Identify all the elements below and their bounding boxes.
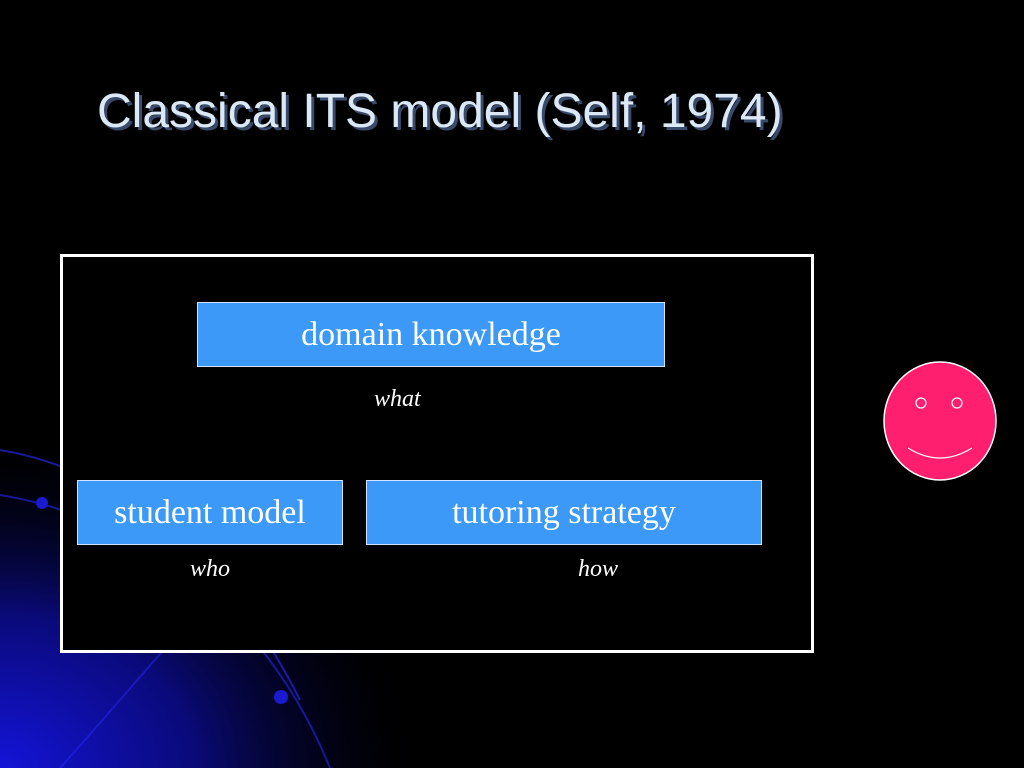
how-caption: how <box>578 556 619 582</box>
who-caption: who <box>190 556 231 582</box>
tutoring-strategy-label: tutoring strategy <box>452 493 676 531</box>
domain-knowledge-label: domain knowledge <box>301 315 561 353</box>
domain-knowledge-box: domain knowledge <box>197 302 665 367</box>
smiley-mouth <box>907 447 973 459</box>
decorative-dot <box>36 497 48 509</box>
student-model-box: student model <box>77 480 343 545</box>
decorative-dot <box>274 690 288 704</box>
diagram-frame <box>60 254 814 653</box>
slide-title: Classical ITS model (Self, 1974) <box>97 85 783 138</box>
student-model-label: student model <box>114 493 306 531</box>
smiley-face-icon <box>883 361 997 481</box>
smiley-right-eye <box>951 397 963 409</box>
tutoring-strategy-box: tutoring strategy <box>366 480 762 545</box>
what-caption: what <box>374 386 421 412</box>
smiley-face <box>883 361 997 481</box>
smiley-left-eye <box>915 397 927 409</box>
